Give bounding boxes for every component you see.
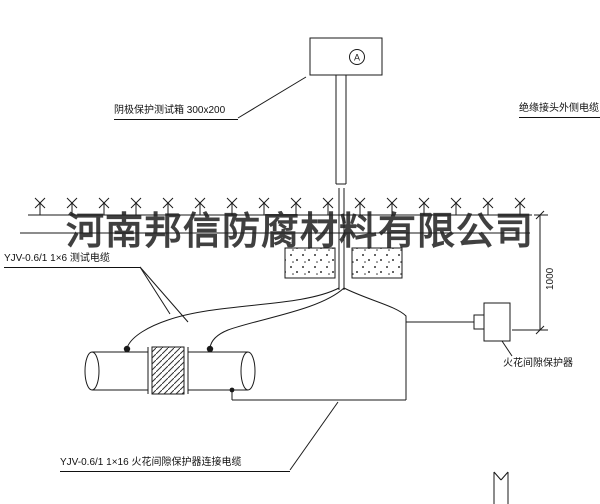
test-box-leader [237,76,307,119]
grass-symbols [34,197,526,216]
test-cable-label: YJV-0.6/1 1×6 测试电缆 [4,253,140,268]
ammeter-letter: A [354,53,360,63]
test-cable-leader-1 [139,266,171,315]
connect-cable-leader [289,401,339,471]
cable-weld-point-bottom [229,387,235,393]
spark-protector-leader [501,340,513,357]
spark-protector-label: 火花间隙保护器 [503,358,573,369]
test-cable-2 [209,287,345,349]
test-box-label: 阴极保护测试箱 300x200 [114,105,238,120]
spark-gap-protector-box [473,302,513,357]
conduit-riser [335,75,347,290]
test-cable-leader-2 [139,266,189,323]
cable-weld-point-left [123,345,131,353]
test-cable-1 [126,287,340,349]
test-box: A [309,37,383,76]
protector-cable [231,287,474,401]
leader-lines [139,76,339,471]
connect-cable-label: YJV-0.6/1 1×16 火花间隙保护器连接电缆 [60,457,290,472]
dimension-line: 1000 [512,210,556,335]
insulation-cable-label: 绝缘接头外侧电缆 [519,103,600,118]
concrete-blocks [284,247,403,279]
pipe-riser-symbol [493,471,509,504]
dimension-text: 1000 [545,267,556,290]
insulating-joint [147,346,189,395]
pipe [84,345,256,395]
ammeter-symbol: A [349,49,365,65]
cable-weld-point-right [206,345,214,353]
